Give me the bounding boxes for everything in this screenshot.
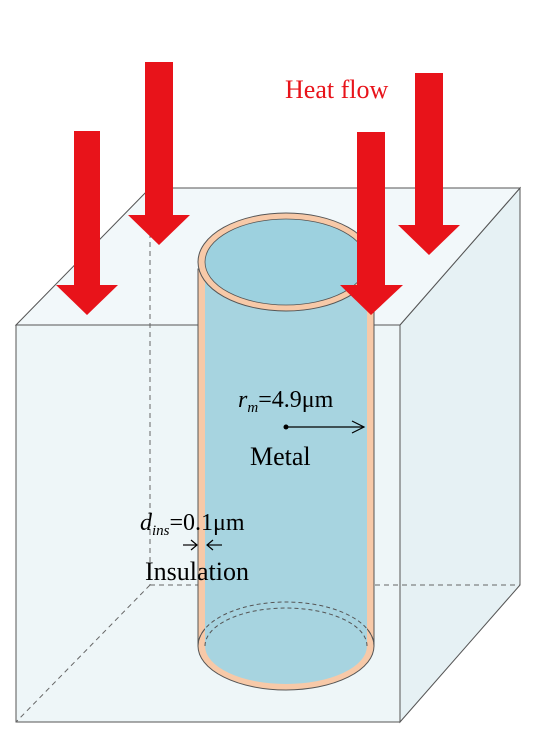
- insulation-label: Insulation: [145, 557, 249, 586]
- thickness-symbol: d: [140, 510, 153, 536]
- heat-arrow-4: [398, 73, 460, 255]
- metal-label: Metal: [250, 442, 311, 471]
- heat-arrow-2: [128, 62, 190, 245]
- thickness-value: =0.1μm: [170, 510, 245, 536]
- thickness-subscript: ins: [152, 523, 170, 539]
- heat-arrow-3: [340, 132, 403, 315]
- metal-bottom: [205, 608, 367, 684]
- radius-label: rm=4.9μm: [238, 387, 334, 416]
- thickness-arrows: [183, 539, 222, 551]
- heat-flow-label: Heat flow: [285, 75, 388, 104]
- radius-symbol: r: [238, 387, 248, 413]
- thickness-label: dins=0.1μm: [140, 510, 245, 539]
- metal-body: [205, 269, 367, 646]
- heat-arrow-1: [56, 131, 118, 315]
- radius-arrow: [283, 420, 366, 434]
- radius-subscript: m: [247, 400, 258, 416]
- bottom-dashed-rim: [197, 601, 375, 647]
- metal-top-face: [204, 218, 368, 306]
- via-cylinder: [197, 212, 375, 691]
- radius-value: =4.9μm: [258, 387, 333, 413]
- heat-flow-arrows: [56, 62, 460, 315]
